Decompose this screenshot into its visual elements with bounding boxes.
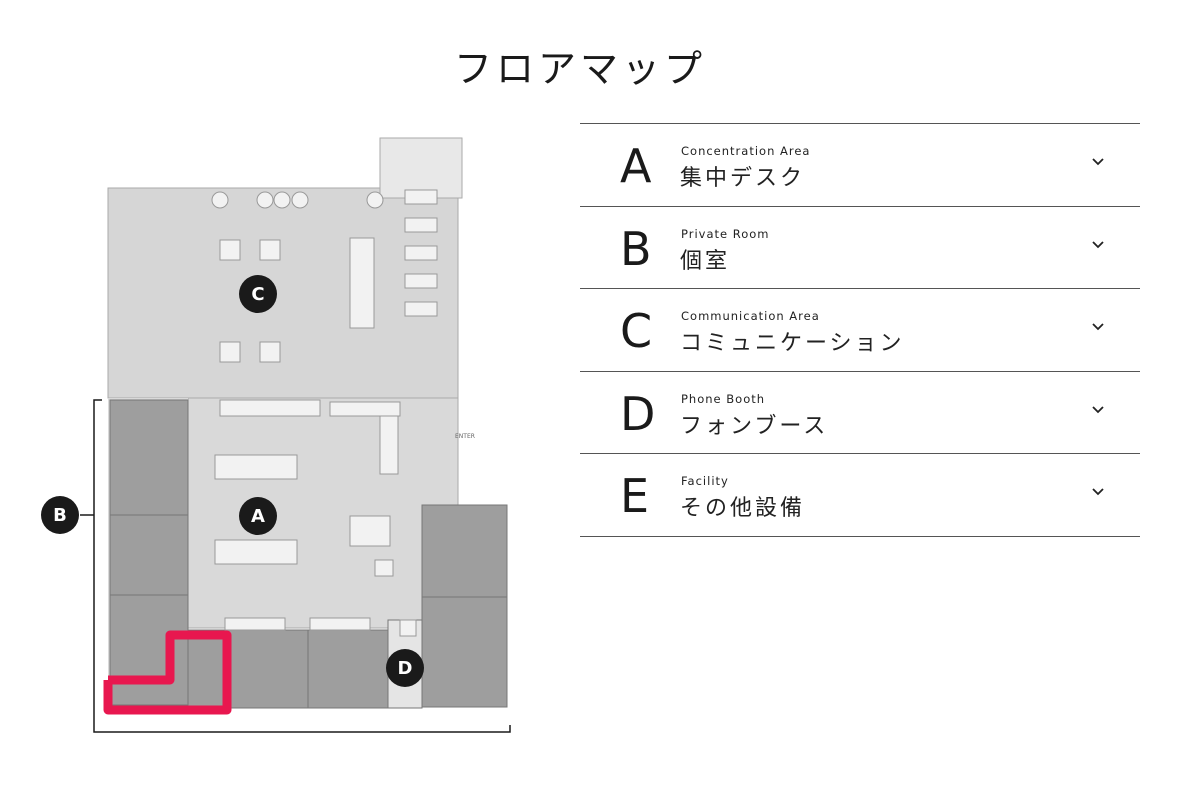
badge-b: B [41,496,79,534]
area-name: コミュニケーション [680,331,905,356]
bracket-b [80,399,511,733]
area-name: 集中デスク [680,166,806,191]
svg-text:D: D [398,658,413,679]
area-item-d[interactable]: D Phone Booth フォンブース [580,372,1140,454]
enter-label: ENTER [455,433,475,440]
page-title: フロアマップ [453,47,706,91]
floor-map: ENTER C A B D [41,137,511,733]
area-letter: E [620,469,650,523]
area-name: 個室 [680,248,731,274]
area-letter: D [620,386,656,441]
area-item-e[interactable]: E Facility その他設備 [580,454,1140,537]
area-name: その他設備 [680,496,806,521]
area-letter: B [620,221,652,276]
area-name: フォンブース [680,413,829,439]
badge-c: C [239,275,277,313]
area-sub-label: Communication Area [681,309,820,323]
highlight-room [103,630,232,715]
svg-text:C: C [251,284,264,305]
badge-a: A [239,497,277,535]
furniture [211,189,438,637]
area-list: A Concentration Area 集中デスク B Private Roo… [580,123,1140,537]
svg-text:A: A [251,506,265,527]
area-sub-label: Facility [681,474,729,488]
chevron-down-icon[interactable] [1090,319,1106,335]
chevron-down-icon[interactable] [1090,402,1106,418]
area-sub-label: Concentration Area [681,144,811,158]
area-sub-label: Private Room [681,226,770,241]
badge-d: D [386,649,424,687]
chevron-down-icon[interactable] [1090,154,1106,170]
chevron-down-icon[interactable] [1090,484,1106,500]
area-item-a[interactable]: A Concentration Area 集中デスク [580,124,1140,207]
svg-text:B: B [53,505,67,526]
area-sub-label: Phone Booth [681,391,766,406]
area-letter: A [620,139,652,193]
area-item-c[interactable]: C Communication Area コミュニケーション [580,289,1140,372]
chevron-down-icon[interactable] [1090,237,1106,253]
area-letter: C [620,304,653,358]
area-item-b[interactable]: B Private Room 個室 [580,207,1140,289]
